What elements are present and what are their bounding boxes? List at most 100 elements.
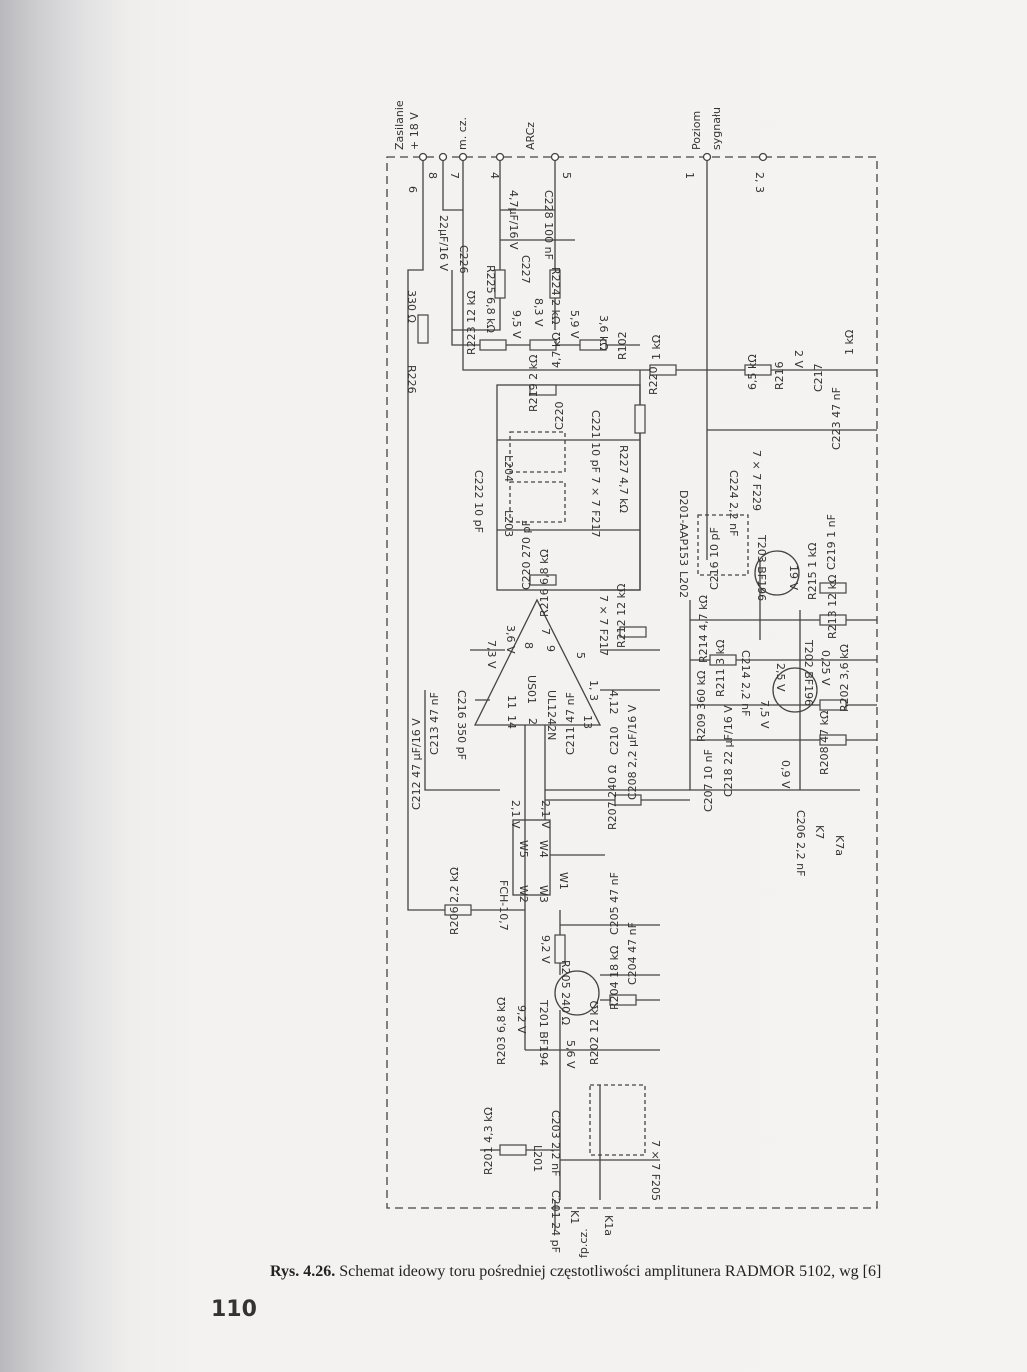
supply-voltage-label: + 18 V (408, 112, 421, 150)
component-label: US01 (525, 675, 538, 704)
component-label: 7 × 7 F229 (750, 450, 763, 511)
terminals (418, 152, 768, 162)
terminal-5 (550, 152, 560, 162)
component-label: R216 (773, 361, 786, 390)
component-label: 13 (581, 715, 594, 729)
component-label: K1 (568, 1210, 581, 1224)
terminal-6 (418, 152, 428, 162)
component-label: 3,6 V (504, 625, 517, 654)
component-label: 4,12 (607, 690, 620, 715)
component-label: 9,5 V (510, 310, 523, 339)
component-label: C201 24 pF (549, 1190, 562, 1253)
component-label: R225 6,8 kΩ (484, 265, 497, 333)
figure-caption-text: Schemat ideowy toru pośredniej częstotli… (339, 1263, 882, 1280)
component-label: C216 10 pF (708, 527, 721, 590)
component-label: UL1242N (545, 690, 558, 740)
component-label: 8 (522, 642, 535, 649)
component-label: 2 (526, 718, 539, 725)
component-label: C206 2,2 nF (794, 810, 807, 876)
module-boundary (386, 156, 878, 1209)
component-label: C221 10 pF 7 × 7 F217 (589, 410, 602, 538)
terminal-labels: Zasilanie + 18 V m. cz. ARCz Poziom sygn… (393, 100, 766, 193)
component-label: C205 47 nF (608, 872, 621, 935)
component-label: R202 12 kΩ (588, 1001, 601, 1065)
component-label: 1 kΩ (650, 335, 663, 360)
component-label: W1 (557, 872, 570, 890)
component-label: R214 4,7 kΩ (697, 595, 710, 663)
component-label: C227 (519, 255, 532, 284)
component-label: 14 (505, 715, 518, 729)
terminal-1 (702, 152, 712, 162)
terminal-2-3 (758, 152, 768, 162)
component-label: C213 47 nF (428, 692, 441, 755)
supply-label: Zasilanie (393, 100, 406, 150)
component-label: C218 22 µF/16 V (722, 705, 735, 797)
component-label: 9,2 V (539, 935, 552, 964)
component-label: 7,3 V (485, 640, 498, 669)
component-label: T203 BF196 (755, 534, 768, 601)
component-label: 1, 3 (587, 680, 600, 701)
component-label: R211 3 kΩ (714, 640, 727, 697)
component-label: FCH-10,7 (497, 880, 510, 931)
component-label: 7,5 V (758, 700, 771, 729)
component-label: D201-AAP153 (677, 490, 690, 566)
transistor-t201 (554, 970, 600, 1016)
component-label: C222 10 pF (472, 470, 485, 533)
component-label: L201 (531, 1145, 544, 1172)
component-label: 9 (544, 645, 557, 652)
pin-label: 7 (448, 172, 461, 179)
component-label: 5,6 V (564, 1040, 577, 1069)
component-label: 2,1 V (539, 800, 552, 829)
agc-label: ARCz (524, 122, 537, 150)
component-label: 22µF/16 V (437, 215, 450, 272)
signal-level-label-2: sygnału (710, 107, 723, 150)
component-label: C226 (457, 245, 470, 274)
component-label: 11 (505, 695, 518, 709)
component-label: 9,2 V (515, 1005, 528, 1034)
component-label: 8,3 V (532, 298, 545, 327)
component-label: 5,9 V (568, 310, 581, 339)
component-label: R208 47 kΩ (818, 711, 831, 775)
component-label: 5 (574, 652, 587, 659)
component-label: C223 47 nF (830, 387, 843, 450)
component-label: L204 (502, 455, 515, 482)
component-label: 7 × 7 F205 (649, 1140, 662, 1201)
component-label: 7 × 7 F217 (597, 595, 610, 656)
component-label: W2 (517, 885, 530, 903)
component-label: C228 100 nF (542, 190, 555, 260)
af-label: m. cz. (456, 117, 469, 150)
component-label: C203 2,2 nF (549, 1110, 562, 1176)
component-label: 4,7µF/16 V (507, 190, 520, 250)
component-label: R219 2 kΩ (527, 355, 540, 412)
component-label: 4,7 kΩ (550, 332, 563, 368)
component-label: C216 350 pF (455, 690, 468, 760)
pin-label: 5 (560, 172, 573, 179)
component-label: C210 (608, 726, 621, 755)
component-label: R220 (647, 366, 660, 395)
component-label: 19 V (787, 565, 800, 590)
component-label: R212 12 kΩ (615, 584, 628, 648)
component-label: R204 18 kΩ (608, 946, 621, 1010)
component-label: R201 4,3 kΩ (482, 1107, 495, 1175)
component-label: R202 3,6 kΩ (838, 644, 851, 712)
component-label: R205 240 Ω (559, 960, 572, 1025)
component-label: R226 (405, 365, 418, 394)
pin-label: 1 (683, 172, 696, 179)
figure-caption: Rys. 4.26. Schemat ideowy toru pośrednie… (270, 1263, 881, 1281)
component-label: L203 (502, 510, 515, 537)
fch-filter-block (512, 819, 551, 896)
pin-label: 2, 3 (753, 172, 766, 193)
component-label: W3 (537, 885, 550, 903)
terminal-7 (458, 152, 468, 162)
component-label: R215 1 kΩ (806, 543, 819, 600)
signal-level-label-1: Poziom (690, 111, 703, 150)
component-label: K7 (813, 825, 826, 839)
component-label: L202 (677, 571, 690, 598)
component-label: R227 4,7 kΩ (617, 445, 630, 513)
component-label: 1 kΩ (843, 330, 856, 355)
component-label: 0,9 V (779, 760, 792, 789)
ic-ul1242n-symbol (473, 598, 602, 726)
component-label: C214 2,2 nF (739, 650, 752, 716)
component-label: 7 (539, 628, 552, 635)
